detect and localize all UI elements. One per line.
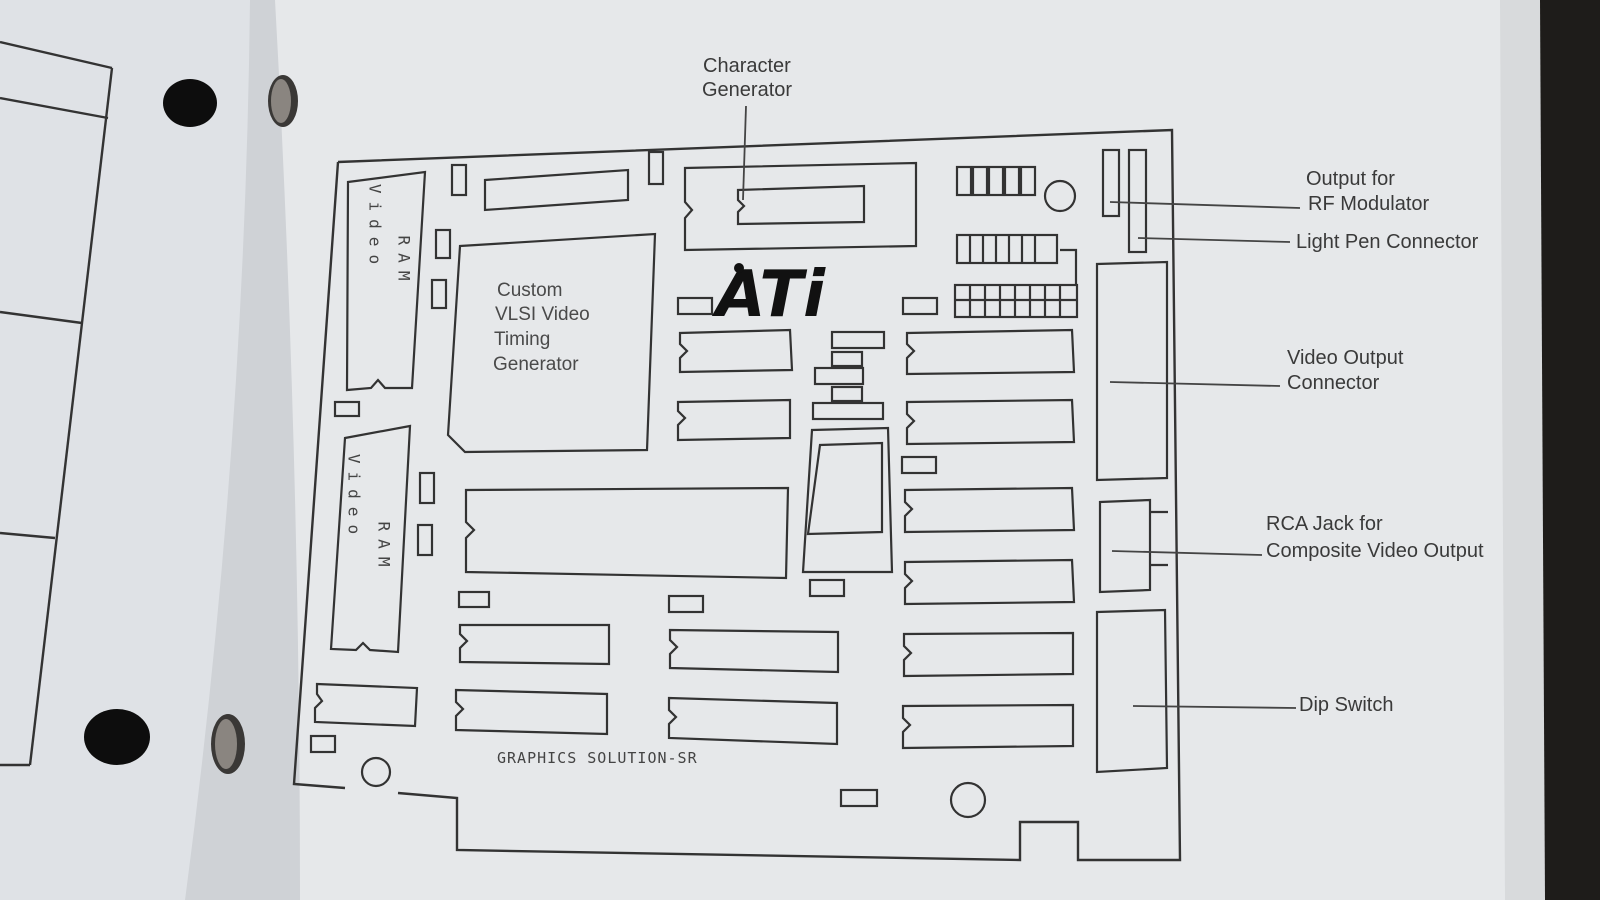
callout-leader-lines bbox=[742, 105, 1301, 709]
vlsi-label-line3: Timing bbox=[494, 329, 550, 350]
rf-output-label-line1: Output for bbox=[1306, 168, 1395, 190]
video-ram-bottom: Video RAM bbox=[329, 424, 412, 654]
vram-top-right-label: RAM bbox=[395, 236, 414, 289]
video-output-label-line2: Connector bbox=[1287, 372, 1380, 394]
character-generator-label-line1: Character bbox=[703, 55, 791, 77]
video-output-label-line1: Video Output bbox=[1287, 347, 1404, 369]
light-pen-connector-label: Light Pen Connector bbox=[1296, 231, 1479, 253]
dip-chips bbox=[313, 328, 1076, 750]
crystal-oscillator-stack bbox=[801, 330, 894, 574]
vlsi-label-line4: Generator bbox=[493, 354, 579, 375]
ati-logo: ATi bbox=[711, 258, 826, 332]
vram-top-left-label: Video bbox=[366, 184, 385, 272]
rca-jack-label-line2: Composite Video Output bbox=[1266, 540, 1484, 562]
rf-output-label-line2: RF Modulator bbox=[1308, 193, 1429, 215]
board-silkscreen-label: GRAPHICS SOLUTION-SR bbox=[497, 749, 698, 767]
board-outline bbox=[292, 128, 1182, 862]
resistor-network bbox=[953, 165, 1079, 319]
rca-jack-label-line1: RCA Jack for bbox=[1266, 513, 1383, 535]
callout-labels: Character Generator Output for RF Modula… bbox=[702, 55, 1484, 716]
character-generator-label-line2: Generator bbox=[702, 79, 792, 101]
dip-switch-label: Dip Switch bbox=[1299, 694, 1393, 716]
vlsi-label-line1: Custom bbox=[497, 280, 562, 301]
vram-bottom-left-label: Video bbox=[345, 454, 364, 542]
vlsi-label-line2: VLSI Video bbox=[495, 304, 590, 325]
edge-connectors bbox=[1095, 148, 1169, 774]
character-generator-socket bbox=[683, 161, 918, 252]
video-ram-top: Video RAM bbox=[345, 170, 427, 392]
small-components bbox=[309, 150, 987, 819]
binder-holes bbox=[84, 75, 298, 774]
vlsi-timing-generator-chip: Custom VLSI Video Timing Generator bbox=[446, 232, 657, 454]
vram-bottom-right-label: RAM bbox=[375, 522, 394, 575]
left-page-table bbox=[0, 40, 114, 767]
ati-logo-text: ATi bbox=[711, 258, 826, 332]
